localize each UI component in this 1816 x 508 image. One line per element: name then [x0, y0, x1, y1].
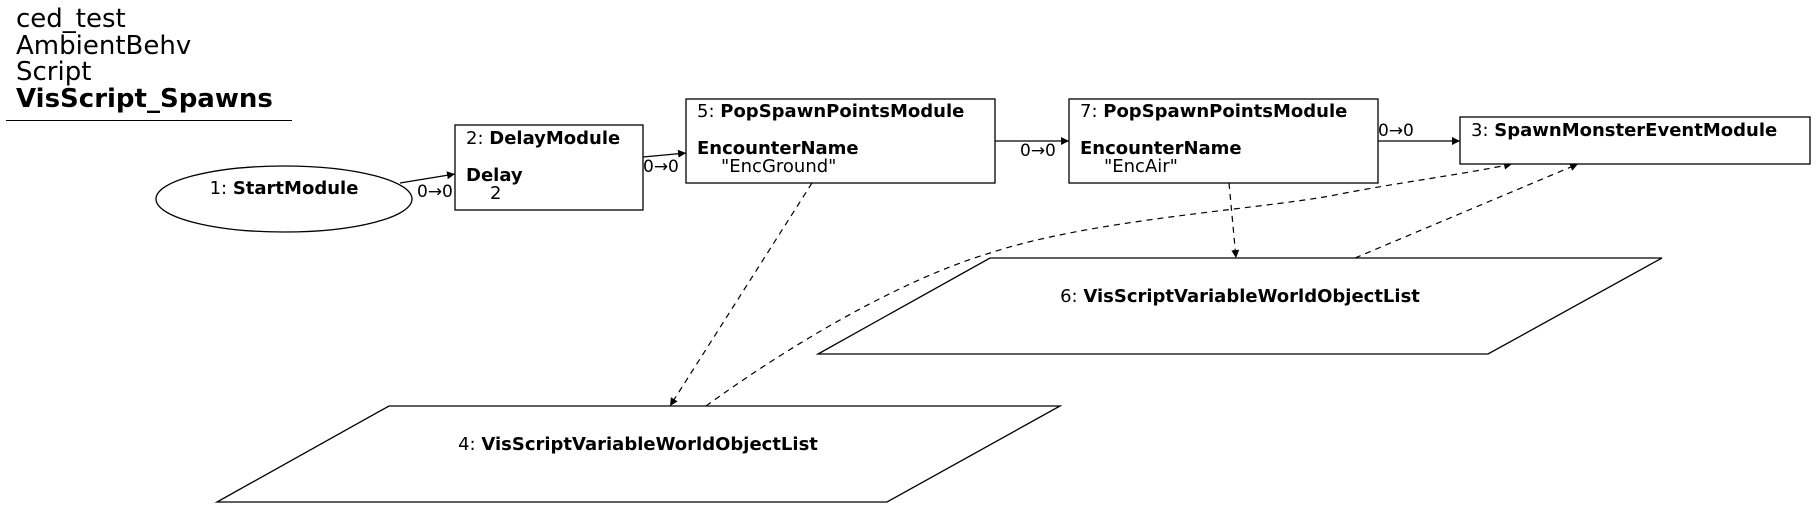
field-name: EncounterName	[1080, 138, 1242, 159]
field-name: Delay	[466, 165, 523, 186]
node-label: 7: PopSpawnPointsModule	[1080, 101, 1347, 122]
field-value: "EncGround"	[721, 156, 836, 177]
edge-pop7-to-spawnmon: 0→0	[1378, 121, 1460, 145]
node-label: 6: VisScriptVariableWorldObjectList	[1060, 286, 1420, 307]
title-line-2: AmbientBehv	[16, 30, 192, 61]
node-label: 4: VisScriptVariableWorldObjectList	[458, 434, 818, 455]
edge-label: 0→0	[643, 157, 679, 177]
title-line-3: Script	[16, 57, 92, 87]
node-pop-spawn-points-5[interactable]: 5: PopSpawnPointsModule EncounterName "E…	[685, 98, 996, 184]
diagram-title: ced_test AmbientBehv Script VisScript_Sp…	[16, 6, 296, 112]
edge-start-to-delay: 0→0	[399, 171, 456, 202]
node-pop-spawn-points-7[interactable]: 7: PopSpawnPointsModule EncounterName "E…	[1068, 98, 1379, 184]
node-variable-list-6[interactable]: 6: VisScriptVariableWorldObjectList	[815, 257, 1663, 355]
title-underline	[6, 120, 292, 121]
edge-label: 0→0	[417, 182, 453, 202]
node-label: 3: SpawnMonsterEventModule	[1471, 120, 1777, 141]
field-value: 2	[490, 183, 501, 204]
node-start-module[interactable]: 1: StartModule	[155, 165, 413, 233]
title-line-1: ced_test	[16, 4, 126, 34]
edge-delay-to-pop5: 0→0	[642, 149, 687, 177]
field-name: EncounterName	[697, 138, 859, 159]
link-pop5-to-varlist4	[669, 182, 813, 407]
field-value: "EncAir"	[1104, 156, 1178, 177]
node-spawn-monster-event[interactable]: 3: SpawnMonsterEventModule	[1459, 116, 1811, 165]
node-delay-module[interactable]: 2: DelayModule Delay 2	[454, 124, 644, 211]
link-pop7-to-varlist6	[1228, 182, 1240, 259]
edge-label: 0→0	[1378, 121, 1414, 141]
edge-pop5-to-pop7: 0→0	[995, 137, 1069, 161]
script-name: VisScript_Spawns	[16, 83, 273, 114]
link-varlist6-to-spawnmon	[1354, 163, 1579, 259]
node-variable-list-4[interactable]: 4: VisScriptVariableWorldObjectList	[214, 405, 1063, 503]
edge-label: 0→0	[1020, 141, 1056, 161]
link-varlist4-to-spawnmon	[705, 161, 1513, 407]
node-label: 2: DelayModule	[466, 128, 620, 149]
node-label: 1: StartModule	[210, 178, 359, 199]
node-label: 5: PopSpawnPointsModule	[697, 101, 964, 122]
